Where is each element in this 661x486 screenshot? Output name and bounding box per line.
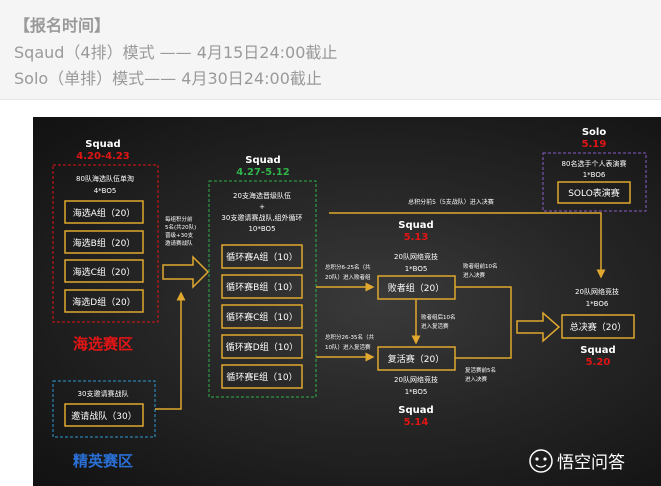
loop-desc2: + <box>259 203 265 211</box>
haixuan-group-a-box <box>64 200 144 224</box>
loop-group-a: 循环赛A组（10） <box>226 251 298 263</box>
haixuan-group-d: 海选D组（20） <box>72 296 135 308</box>
loop-group-e-box <box>221 364 303 389</box>
losers-down-note-2: 进入复活赛 <box>421 322 449 330</box>
revival-squad-label: Squad <box>398 405 433 416</box>
losers-squad-label: Squad <box>398 220 433 231</box>
watermark-text: 悟空问答 <box>557 453 625 473</box>
loop-group-b-box <box>221 274 303 299</box>
revival-group: 复活赛（20） <box>388 353 444 365</box>
haixuan-group-b-box <box>64 230 144 254</box>
losers-out-note-2: 进入决赛 <box>463 271 486 279</box>
jingying-zone-label: 精英赛区 <box>73 452 133 470</box>
solo-desc1: 80名选手个人表演赛 <box>562 159 627 168</box>
haixuan-zone-border <box>52 164 159 323</box>
wukong-logo-icon <box>529 449 553 473</box>
registration-notice: 【报名时间】 Sqaud（4排）模式 —— 4月15日24:00截止 Solo（… <box>0 0 661 100</box>
jingying-desc: 30支邀请赛战队 <box>78 389 129 398</box>
to-final-arrow <box>516 311 561 343</box>
solo-group: SOLO表演赛 <box>568 187 620 199</box>
final-desc2: 1*BO6 <box>586 300 609 308</box>
loop-group-a-box <box>221 244 303 269</box>
haixuan-group-b: 海选B组（20） <box>73 237 136 249</box>
solo-desc2: 1*BO6 <box>583 171 606 179</box>
revival-out-note-1: 复活赛前5名 <box>465 366 496 374</box>
solo-zone-border <box>542 152 647 212</box>
top-path-arrow <box>329 212 606 279</box>
wukong-watermark: 悟空问答 <box>529 449 625 473</box>
notice-squad-line: Sqaud（4排）模式 —— 4月15日24:00截止 <box>14 43 338 62</box>
solo-group-box <box>557 181 631 204</box>
notice-title: 【报名时间】 <box>14 16 111 35</box>
final-squad-label: Squad <box>580 345 615 356</box>
revival-out-line <box>455 317 512 359</box>
jingying-group: 邀请战队（30） <box>71 410 136 422</box>
revival-in-note-1: 总积分26-35名（共 <box>325 333 374 341</box>
loop-desc1: 20支海选晋级队伍 <box>233 191 291 200</box>
loop-date: 4.27-5.12 <box>236 167 290 178</box>
haixuan-group-c: 海选C组（20） <box>73 266 136 278</box>
haixuan-group-c-box <box>64 259 144 283</box>
haixuan-group-d-box <box>64 289 144 313</box>
final-group-box <box>561 314 635 339</box>
tournament-bracket-image: Squad 4.20-4.23 80队海选队伍单淘 4*BO5 海选A组（20）… <box>33 117 661 486</box>
loop-zone-border <box>208 180 317 398</box>
revival-desc2: 1*BO5 <box>405 388 428 396</box>
loop-group-c: 循环赛C组（10） <box>226 311 298 323</box>
final-desc1: 20队网络竞技 <box>575 287 619 296</box>
losers-group: 败者组（20） <box>388 282 444 294</box>
solo-date: 5.19 <box>582 139 607 150</box>
loop-squad-label: Squad <box>245 155 280 166</box>
bracket-diagram: Squad 4.20-4.23 80队海选队伍单淘 4*BO5 海选A组（20）… <box>52 127 647 473</box>
advance-note-1: 每组积分前 <box>165 215 193 223</box>
loop-group-e: 循环赛E组（10） <box>226 371 297 383</box>
losers-desc1: 20队网络竞技 <box>394 252 438 261</box>
loop-group-d: 循环赛D组（10） <box>226 341 298 353</box>
loop-group-c-box <box>221 304 303 329</box>
haixuan-advance-arrow <box>162 255 210 289</box>
haixuan-date: 4.20-4.23 <box>76 151 130 162</box>
losers-in-note-1: 总积分6-25名（共 <box>325 263 371 271</box>
revival-in-note-2: 10队）进入复活赛 <box>325 343 371 351</box>
advance-note-4: 邀请赛战队 <box>165 239 193 247</box>
haixuan-desc2: 4*BO5 <box>94 187 117 195</box>
haixuan-desc1: 80队海选队伍单淘 <box>76 174 134 183</box>
jingying-group-box <box>64 403 144 427</box>
loop-group-d-box <box>221 334 303 359</box>
advance-note-2: 5名(共20队) <box>165 223 196 231</box>
losers-desc2: 1*BO5 <box>405 265 428 273</box>
final-group: 总决赛（20） <box>570 321 626 333</box>
final-date: 5.20 <box>586 357 611 368</box>
haixuan-group-a: 海选A组（20） <box>73 207 136 219</box>
top-path-note: 总积分前5（5支战队）进入决赛 <box>408 198 494 206</box>
losers-date: 5.13 <box>404 232 429 243</box>
notice-solo-line: Solo（单排）模式—— 4月30日24:00截止 <box>14 69 322 88</box>
revival-date: 5.14 <box>404 417 429 428</box>
losers-in-note-2: 20队）进入败者组 <box>325 273 371 281</box>
revival-out-note-2: 进入决赛 <box>465 375 488 383</box>
haixuan-squad-label: Squad <box>85 139 120 150</box>
loop-desc3: 30支邀请赛战队,组外循环 <box>221 213 302 222</box>
losers-down-note-1: 败者组后10名 <box>421 313 456 321</box>
advance-note-3: 晋级+30支 <box>165 231 194 239</box>
haixuan-zone-label: 海选赛区 <box>73 335 133 353</box>
losers-out-line <box>455 286 512 317</box>
loop-group-b: 循环赛B组（10） <box>226 281 298 293</box>
jingying-advance-arrow <box>155 291 186 410</box>
solo-title: Solo <box>582 127 607 138</box>
loop-desc4: 10*BO5 <box>248 225 275 233</box>
losers-out-note-1: 败者组前10名 <box>463 262 498 270</box>
revival-desc1: 20队网络竞技 <box>394 375 438 384</box>
